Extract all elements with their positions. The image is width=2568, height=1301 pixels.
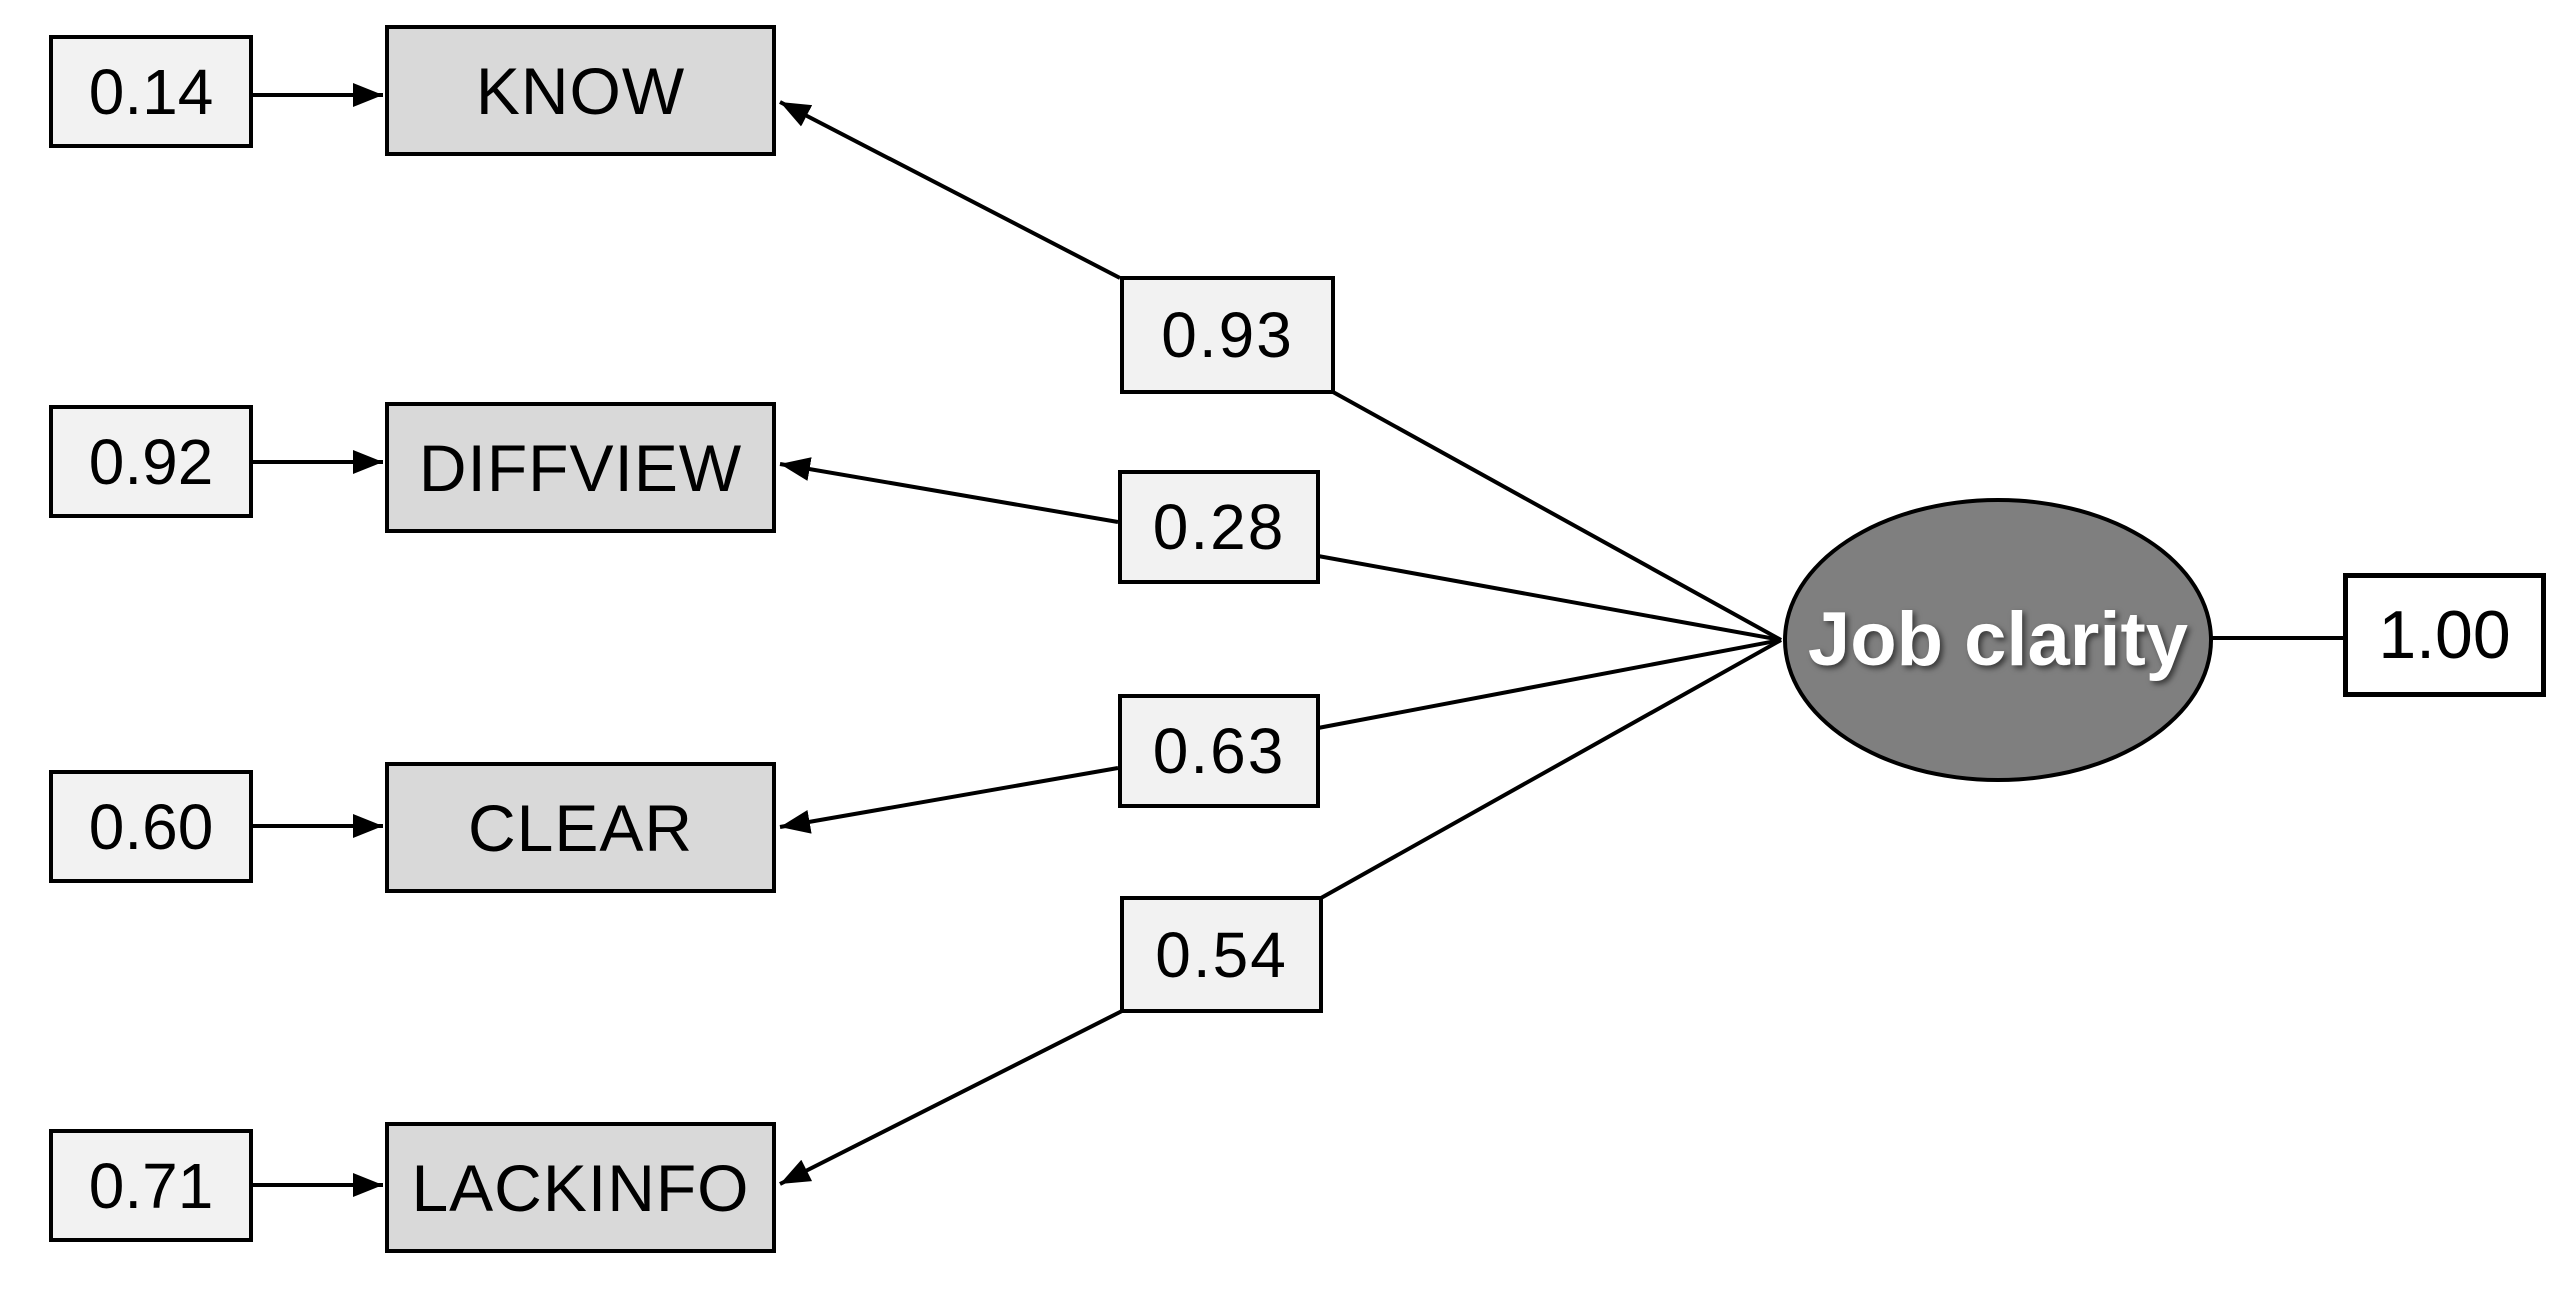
indicator-diffview: DIFFVIEW	[385, 402, 776, 533]
arrow-weight-to-clear	[779, 766, 1119, 834]
error-variance-know: 0.14	[49, 35, 253, 148]
path-latent-to-diffview-weight	[1317, 554, 1782, 642]
error-variance-diffview: 0.92	[49, 405, 253, 518]
loading-clear: 0.63	[1118, 694, 1320, 808]
arrow-weight-to-lackinfo	[779, 1009, 1123, 1186]
latent-job-clarity: Job clarity	[1783, 498, 2213, 782]
loading-lackinfo: 0.54	[1120, 896, 1323, 1013]
error-variance-lackinfo: 0.71	[49, 1129, 253, 1242]
indicator-know: KNOW	[385, 25, 776, 156]
path-latent-to-clear-weight	[1317, 638, 1782, 730]
loading-diffview: 0.28	[1118, 470, 1320, 584]
error-variance-clear: 0.60	[49, 770, 253, 883]
path-latent-to-know-weight	[1332, 390, 1782, 642]
path-latent-to-lackinfo-weight	[1320, 638, 1782, 900]
indicator-clear: CLEAR	[385, 762, 776, 893]
indicator-lackinfo: LACKINFO	[385, 1122, 776, 1253]
latent-variance: 1.00	[2343, 573, 2546, 697]
loading-know: 0.93	[1120, 276, 1335, 394]
arrow-weight-to-know	[779, 100, 1121, 280]
arrow-weight-to-diffview	[779, 457, 1119, 524]
